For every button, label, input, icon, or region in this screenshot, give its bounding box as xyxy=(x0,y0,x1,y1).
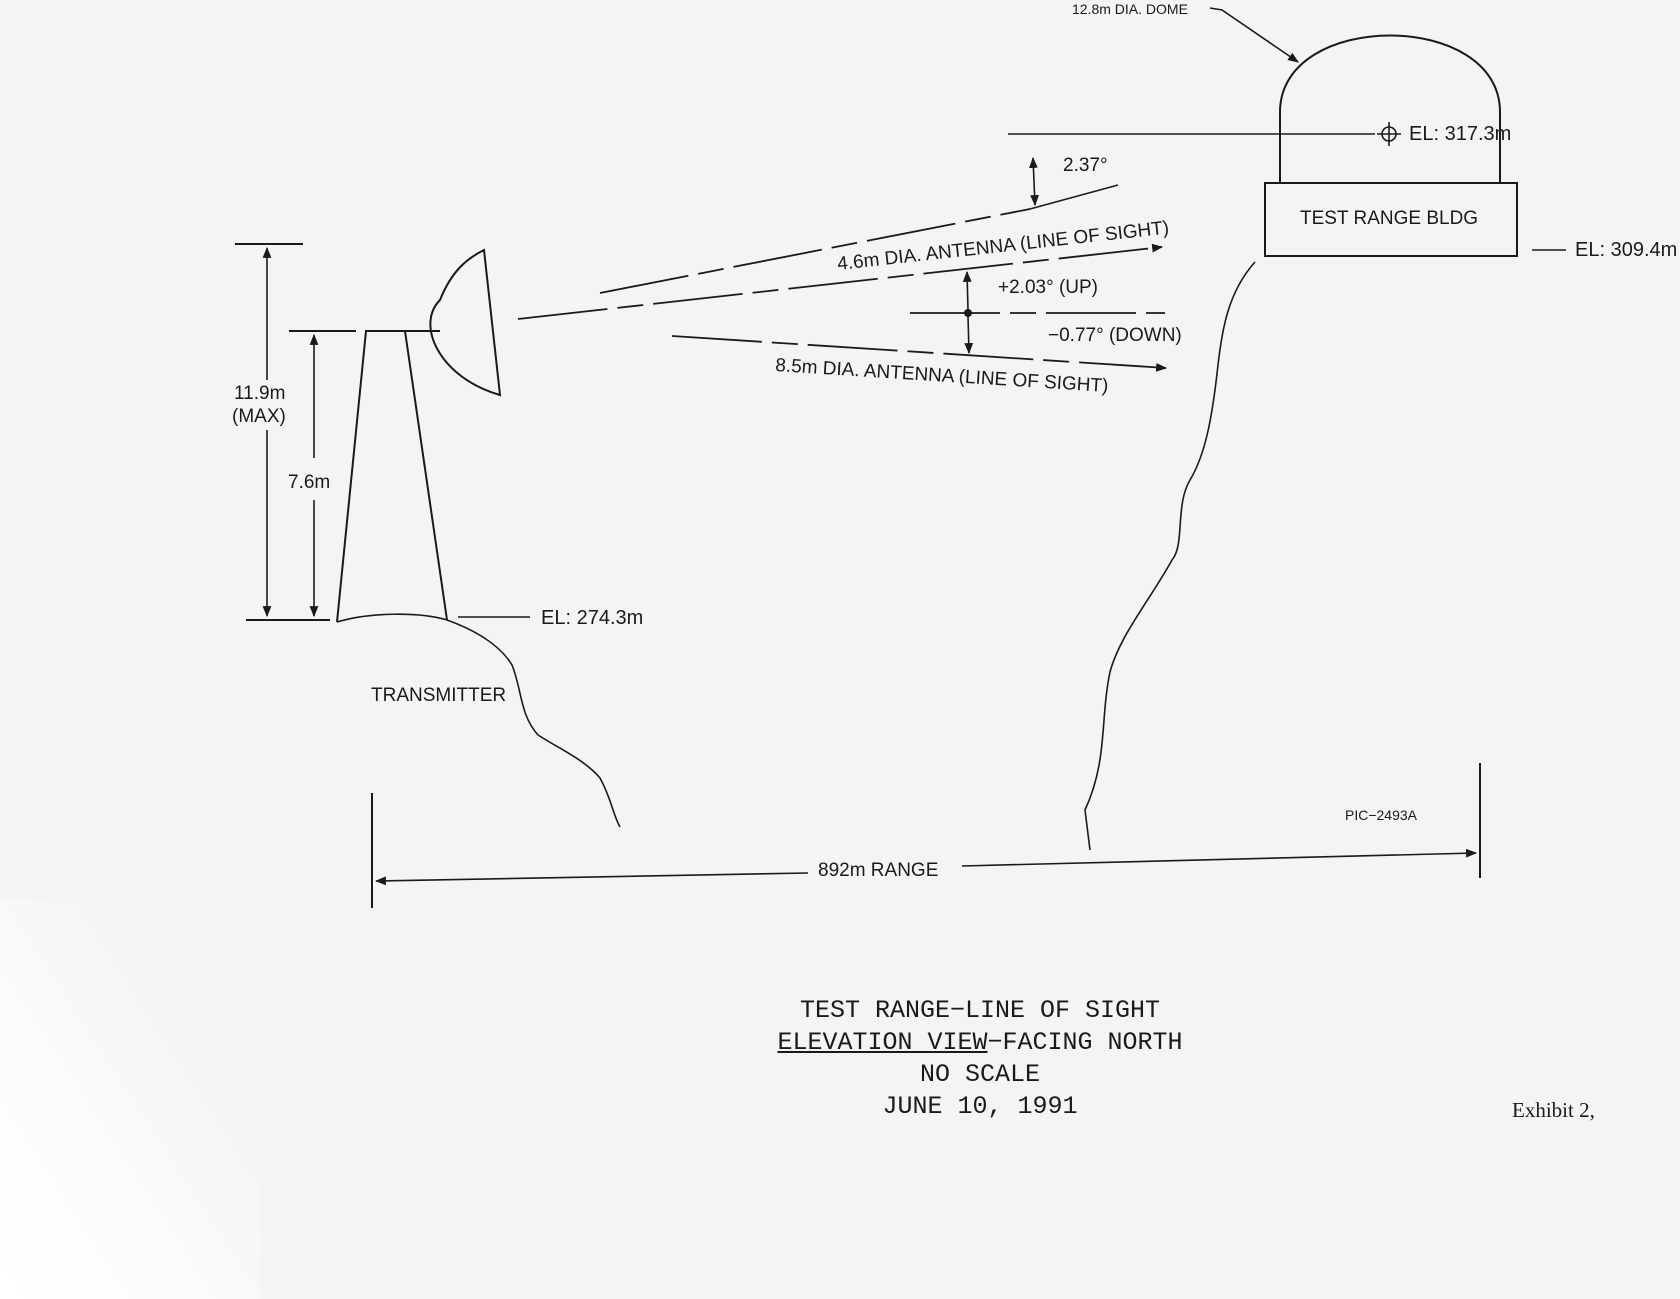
dome-label: 12.8m DIA. DOME xyxy=(1072,1,1188,17)
elevation-angles: +2.03° (UP) −0.77° (DOWN) xyxy=(910,270,1182,355)
angle-arrow xyxy=(1029,156,1039,207)
up-angle-arrow xyxy=(962,270,972,311)
transmitter-tower: EL: 274.3m TRANSMITTER xyxy=(336,248,643,828)
exhibit-label: Exhibit 2, xyxy=(1512,1098,1595,1122)
transmitter-label: TRANSMITTER xyxy=(371,685,506,706)
test-range-building: TEST RANGE BLDG xyxy=(1264,34,1518,257)
pivot-dot xyxy=(964,309,972,317)
caption-view-underlined: ELEVATION VIEW xyxy=(777,1028,988,1057)
dome-outline xyxy=(1279,34,1501,183)
upper-sight-dashed xyxy=(599,208,1031,294)
dome-elevation-label: EL: 317.3m xyxy=(1409,123,1511,145)
building-label: TEST RANGE BLDG xyxy=(1300,208,1478,229)
antenna-large-sight xyxy=(671,335,1168,372)
dish-outline xyxy=(429,248,502,397)
caption-view: ELEVATION VIEW−FACING NORTH xyxy=(700,1027,1260,1059)
main-angle-label: 2.37° xyxy=(1063,155,1108,176)
height-dimensions: 11.9m (MAX) 7.6m xyxy=(232,243,356,621)
dome-leader xyxy=(1209,7,1299,63)
tower-outline xyxy=(336,330,448,623)
max-height-value: 11.9m xyxy=(234,383,285,404)
building-elevation-label: EL: 309.4m xyxy=(1575,239,1677,261)
angle-ray xyxy=(1029,184,1119,210)
transmitter-elevation-label: EL: 274.3m xyxy=(541,607,643,629)
down-angle-arrow xyxy=(964,315,974,355)
drawing-caption: TEST RANGE−LINE OF SIGHT ELEVATION VIEW−… xyxy=(700,995,1260,1123)
building-elevation: EL: 309.4m xyxy=(1532,239,1677,261)
transmitter-terrain xyxy=(336,613,621,828)
reference-code: PIC−2493A xyxy=(1345,807,1418,823)
caption-title: TEST RANGE−LINE OF SIGHT xyxy=(799,996,1161,1025)
main-angle-callout: 2.37° xyxy=(1029,155,1119,210)
range-label: 892m RANGE xyxy=(818,860,938,881)
dome-callout: 12.8m DIA. DOME xyxy=(1072,1,1299,63)
tower-height-label: 7.6m xyxy=(288,472,330,493)
range-arrow-right xyxy=(961,848,1478,867)
max-height-note: (MAX) xyxy=(232,406,286,427)
range-arrow-left xyxy=(374,872,809,886)
up-angle-label: +2.03° (UP) xyxy=(998,277,1098,298)
range-dimension: 892m RANGE PIC−2493A xyxy=(371,763,1481,908)
building-box xyxy=(1264,182,1518,257)
caption-scale: NO SCALE xyxy=(919,1060,1041,1089)
caption-date: JUNE 10, 1991 xyxy=(882,1092,1078,1121)
page-edge-shading xyxy=(0,899,260,1299)
dome-elevation: EL: 317.3m xyxy=(1008,122,1511,146)
receiver-terrain xyxy=(1084,261,1256,851)
caption-view-rest: −FACING NORTH xyxy=(987,1028,1183,1057)
antenna-small-sight xyxy=(517,243,1164,320)
down-angle-label: −0.77° (DOWN) xyxy=(1048,325,1182,346)
line-of-sight-rays: 4.6m DIA. ANTENNA (LINE OF SIGHT) 8.5m D… xyxy=(517,208,1170,397)
antenna-small-label: 4.6m DIA. ANTENNA (LINE OF SIGHT) xyxy=(836,217,1170,274)
